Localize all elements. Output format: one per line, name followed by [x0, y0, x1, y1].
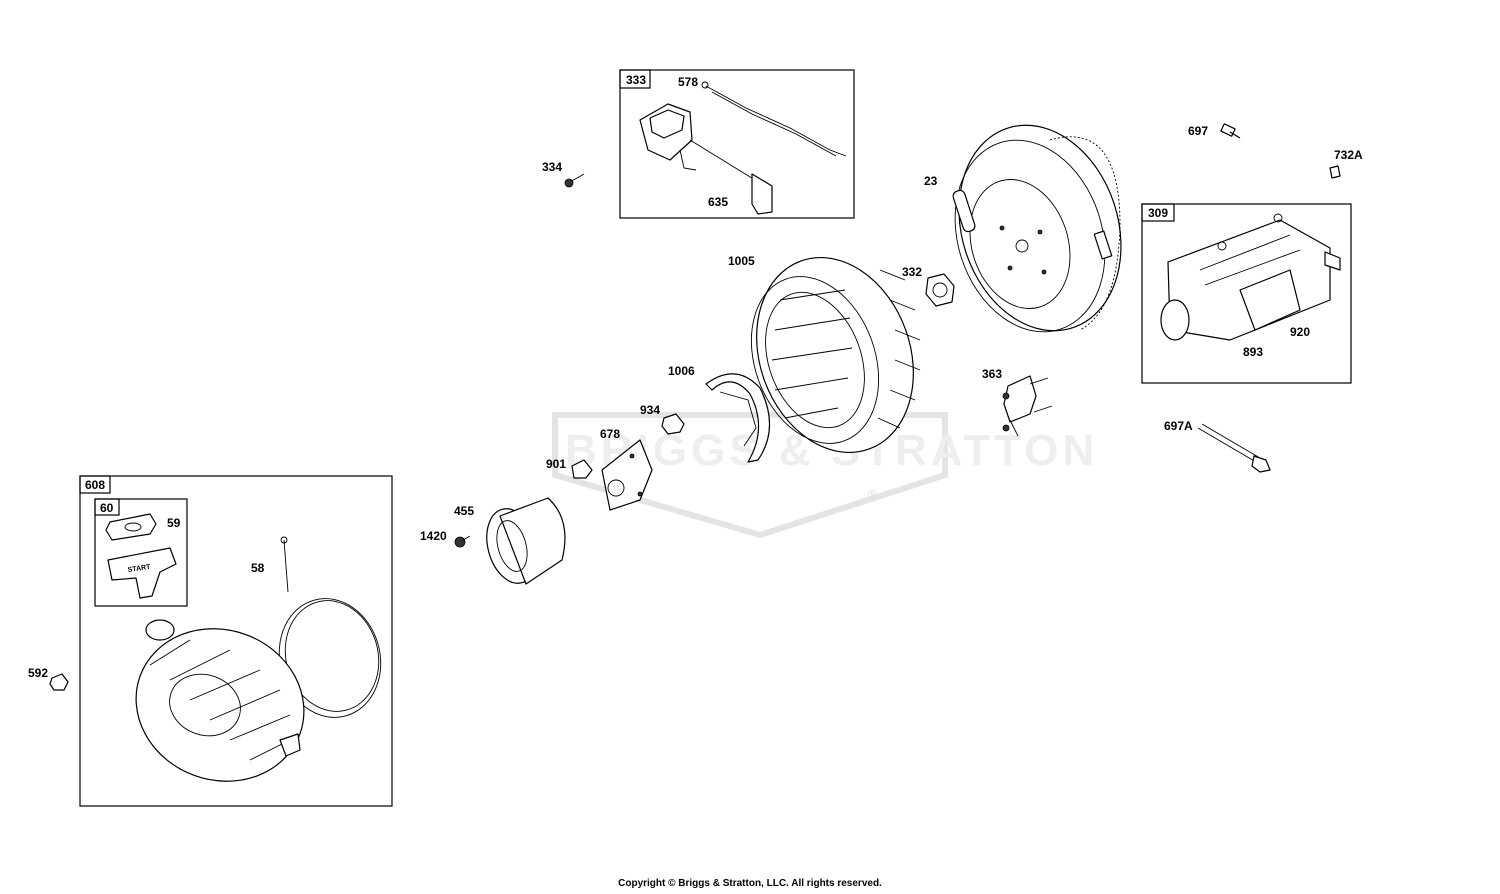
kit-label-60: 60	[100, 501, 114, 515]
starter-motor-part[interactable]	[1160, 213, 1341, 341]
callout-920: 920	[1290, 325, 1310, 339]
callout-455: 455	[454, 504, 474, 518]
part-732A[interactable]	[1329, 165, 1341, 179]
copyright-text: Copyright © Briggs & Stratton, LLC. All …	[618, 878, 882, 889]
callout-578: 578	[678, 75, 698, 89]
kit-box-60[interactable]: 60	[94, 498, 188, 607]
kit-box-608[interactable]: 608	[79, 475, 393, 807]
callout-1005: 1005	[728, 254, 755, 268]
fan-1005-part[interactable]	[729, 235, 939, 474]
screw-334-part[interactable]	[564, 173, 585, 188]
callout-934: 934	[640, 403, 660, 417]
screw-1420-part[interactable]	[454, 535, 471, 548]
callout-23: 23	[924, 174, 938, 188]
recoil-housing-part[interactable]	[114, 605, 325, 804]
callout-678: 678	[600, 427, 620, 441]
nut-332-part[interactable]	[925, 273, 955, 307]
callout-1420: 1420	[420, 529, 447, 543]
flywheel-23-part[interactable]	[931, 104, 1146, 352]
ground-wire-part[interactable]	[701, 81, 847, 157]
callout-592: 592	[28, 666, 48, 680]
kit-label-309: 309	[1148, 206, 1168, 220]
callout-732A: 732A	[1334, 148, 1363, 162]
bolt-697A-part[interactable]	[1197, 423, 1271, 473]
callout-332: 332	[902, 265, 922, 279]
nut-934-part[interactable]	[661, 413, 685, 435]
callout-334: 334	[542, 160, 562, 174]
starter-handle-part[interactable]: START	[107, 547, 177, 599]
nut-901-part[interactable]	[571, 459, 593, 479]
ignition-module-part[interactable]	[639, 103, 773, 215]
handle-start-text: START	[127, 564, 151, 574]
callout-901: 901	[546, 457, 566, 471]
bracket-363-part[interactable]	[1002, 375, 1053, 437]
callout-363: 363	[982, 367, 1002, 381]
hub-678-part[interactable]	[601, 439, 653, 511]
screen-1006-part[interactable]	[705, 373, 771, 463]
kit-label-608: 608	[85, 478, 105, 492]
nut-592-part[interactable]	[49, 673, 69, 691]
handle-insert-part[interactable]	[105, 513, 157, 541]
bolt-697-part[interactable]	[1220, 123, 1241, 139]
cup-455-part[interactable]	[479, 497, 566, 589]
callout-1006: 1006	[668, 364, 695, 378]
callout-58: 58	[251, 561, 265, 575]
kit-label-333: 333	[626, 73, 646, 87]
kit-box-309[interactable]: 309	[1141, 203, 1352, 384]
callout-59: 59	[167, 516, 181, 530]
watermark-mark: ®	[868, 487, 877, 501]
callout-697A: 697A	[1164, 419, 1193, 433]
callout-635: 635	[708, 195, 728, 209]
callout-697: 697	[1188, 124, 1208, 138]
callout-893: 893	[1243, 345, 1263, 359]
kit-box-333[interactable]: 333	[619, 69, 855, 219]
